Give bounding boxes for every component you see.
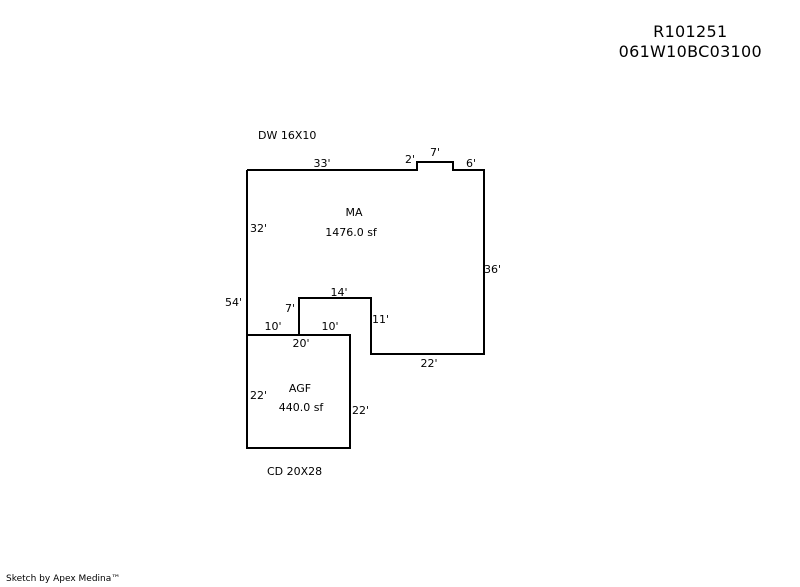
sketch-credit: Sketch by Apex Medina™ [6,574,121,584]
dim-ma-inner-right: 11' [372,313,389,326]
garage-outline [246,334,351,449]
dim-agf-right: 22' [352,404,369,417]
dim-ma-top-bump: 7' [430,146,440,159]
dim-ma-top-step-up: 2' [405,153,415,166]
dim-ma-inner-left: 7' [285,302,295,315]
dim-ma-bottom: 22' [420,357,437,370]
dim-agf-top-left: 10' [264,320,281,333]
main-area-code: MA [345,206,362,219]
main-area-outline [247,161,485,355]
dim-ma-left-total: 54' [225,296,242,309]
dim-ma-inner-top: 14' [330,286,347,299]
parcel-id: R101251 [653,22,728,41]
main-area-size: 1476.0 sf [325,226,378,239]
dim-ma-top-left: 33' [313,157,330,170]
garage-area-code: AGF [289,382,311,395]
dim-ma-right: 36' [484,263,501,276]
dim-agf-left: 22' [250,389,267,402]
dw-note: DW 16X10 [258,129,316,142]
parcel-header: R101251 061W10BC03100 [619,22,762,62]
garage-area-size: 440.0 sf [279,401,325,414]
map-number: 061W10BC03100 [618,42,762,61]
dim-agf-top: 20' [292,337,309,350]
dim-ma-top-right: 6' [466,157,476,170]
dim-ma-left-upper: 32' [250,222,267,235]
cd-note: CD 20X28 [267,465,322,478]
dim-agf-top-right: 10' [321,320,338,333]
